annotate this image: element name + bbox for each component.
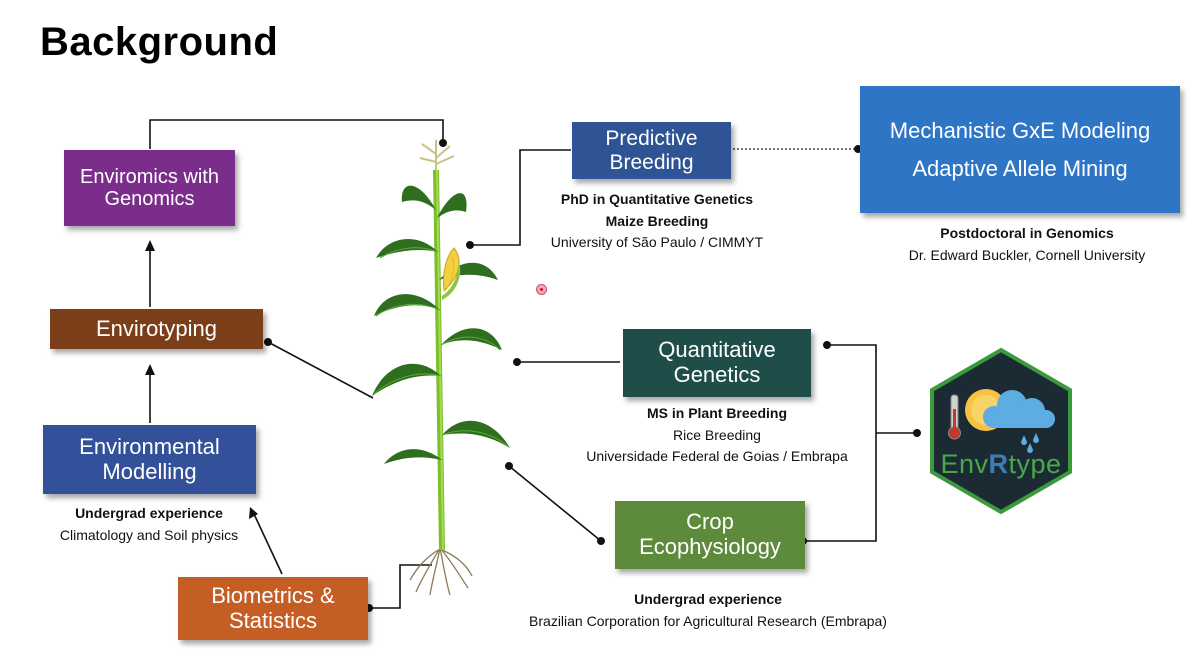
predictive-caption-bold1: PhD in Quantitative Genetics <box>560 191 754 207</box>
biometrics-line1: Biometrics & <box>211 582 335 608</box>
quantitative-caption-bold: MS in Plant Breeding <box>646 405 787 421</box>
hexagon-icon <box>930 347 1072 515</box>
mechanistic-line1: Mechanistic GxE Modeling <box>889 118 1151 144</box>
environmental-caption: Undergrad experience Climatology and Soi… <box>60 503 238 546</box>
enviromics-line2: Genomics <box>104 188 195 210</box>
slide-title: Background <box>40 20 279 64</box>
environmental-caption-bold: Undergrad experience <box>75 505 223 521</box>
logo-text-type: type <box>1008 449 1062 479</box>
envirotyping-box: Envirotyping <box>50 309 263 349</box>
crop-caption-line: Brazilian Corporation for Agricultural R… <box>529 612 887 629</box>
predictive-line2: Breeding <box>609 150 694 174</box>
crop-line2: Ecophysiology <box>639 534 781 559</box>
mechanistic-line2: Adaptive Allele Mining <box>912 155 1128 181</box>
predictive-breeding-box: Predictive Breeding <box>572 122 731 179</box>
logo-text-r: R <box>988 449 1009 479</box>
crop-caption: Undergrad experience Brazilian Corporati… <box>529 589 887 632</box>
quantitative-caption: MS in Plant Breeding Rice Breeding Unive… <box>586 403 847 468</box>
predictive-caption-line: University of São Paulo / CIMMYT <box>550 234 764 251</box>
environmental-line1: Environmental <box>79 433 220 459</box>
mechanistic-gxe-box: Mechanistic GxE Modeling Adaptive Allele… <box>860 86 1180 213</box>
predictive-caption: PhD in Quantitative Genetics Maize Breed… <box>551 189 763 254</box>
mechanistic-caption-bold: Postdoctoral in Genomics <box>940 225 1114 241</box>
crop-line1: Crop <box>686 509 734 535</box>
environmental-caption-line: Climatology and Soil physics <box>59 526 239 543</box>
environmental-modelling-box: Environmental Modelling <box>43 425 256 494</box>
cursor-dot-icon <box>536 284 547 295</box>
mechanistic-caption: Postdoctoral in Genomics Dr. Edward Buck… <box>909 223 1146 266</box>
quantitative-genetics-box: Quantitative Genetics <box>623 329 811 397</box>
biometrics-line2: Statistics <box>228 607 318 633</box>
crop-caption-bold: Undergrad experience <box>634 591 782 607</box>
environmental-line2: Modelling <box>102 458 197 484</box>
quantitative-caption-line1: Rice Breeding <box>673 426 761 443</box>
enviromics-line1: Enviromics with <box>80 165 219 188</box>
crop-ecophysiology-box: Crop Ecophysiology <box>615 501 805 569</box>
predictive-caption-bold2: Maize Breeding <box>605 212 709 229</box>
quantitative-line1: Quantitative <box>658 337 776 363</box>
predictive-line1: Predictive <box>605 126 698 150</box>
quantitative-caption-line2: Universidade Federal de Goias / Embrapa <box>586 448 848 465</box>
envrtype-logo-text: EnvRtype <box>928 449 1074 480</box>
corn-plant-icon <box>372 140 510 596</box>
quantitative-line2: Genetics <box>673 362 761 387</box>
mechanistic-caption-line: Dr. Edward Buckler, Cornell University <box>908 246 1146 263</box>
envirotyping-label: Envirotyping <box>95 315 218 341</box>
biometrics-statistics-box: Biometrics & Statistics <box>178 577 368 640</box>
envrtype-logo: EnvRtype <box>928 347 1074 515</box>
enviromics-genomics-box: Enviromics with Genomics <box>64 150 235 226</box>
logo-text-env: Env <box>940 449 989 479</box>
